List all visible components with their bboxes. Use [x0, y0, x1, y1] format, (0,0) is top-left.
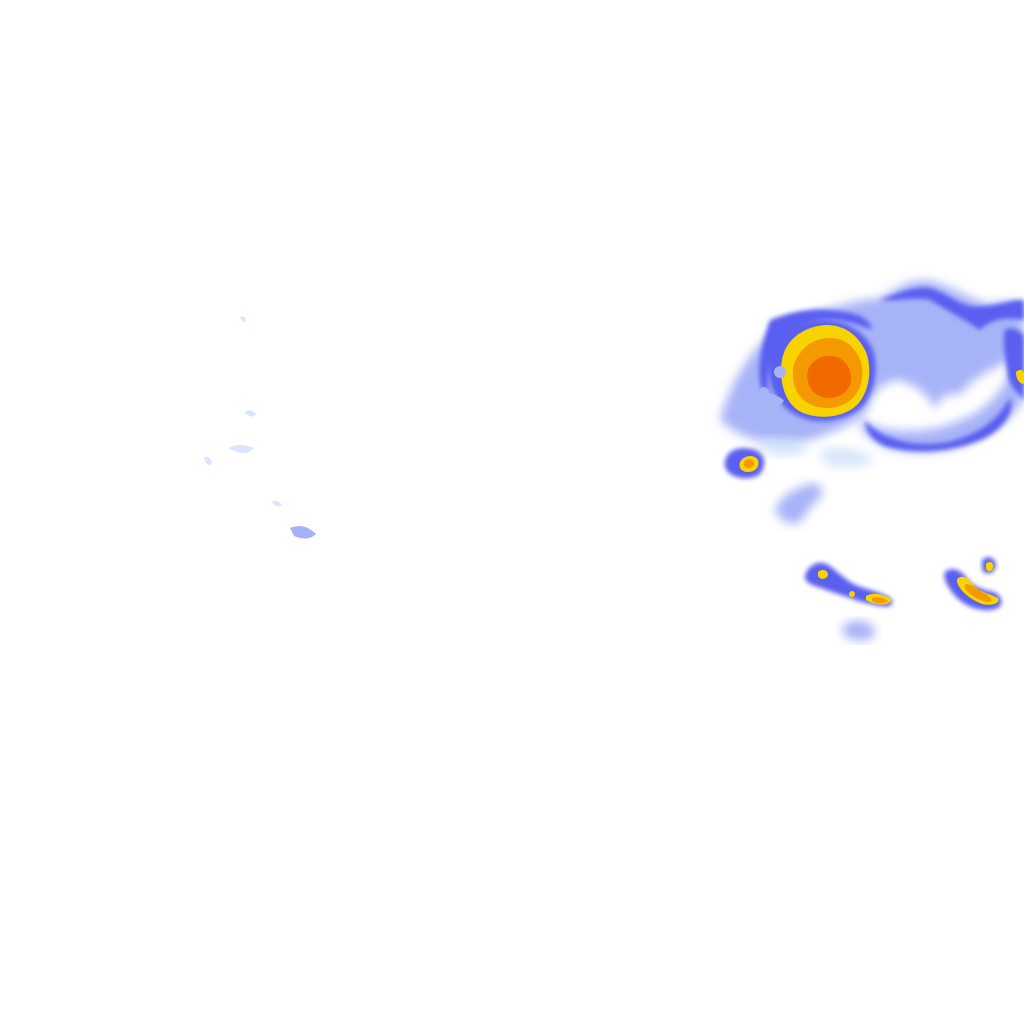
echo-intense [872, 597, 888, 604]
echo-trace [228, 445, 254, 453]
echo-trace [240, 316, 246, 323]
echo-trace [204, 456, 212, 466]
western-small-cell [724, 448, 765, 479]
echo-trace [820, 447, 875, 468]
echo-light [759, 387, 769, 397]
echo-heavy [818, 569, 828, 579]
echo-light [290, 526, 316, 539]
echo-trace [272, 501, 282, 507]
central-trailing-band [760, 437, 875, 524]
east-edge-cell [1003, 328, 1024, 400]
main-storm-cell [744, 319, 876, 422]
echo-trace [760, 437, 810, 456]
echo-light [744, 391, 784, 413]
western-scattered-echoes [204, 316, 316, 539]
echo-heavy [849, 591, 855, 597]
echo-light [774, 366, 786, 378]
echo-moderate [865, 398, 1012, 452]
echo-moderate [880, 287, 1024, 330]
echo-light [842, 620, 875, 641]
southern-band [804, 562, 893, 607]
echo-intense [964, 584, 992, 602]
echo-moderate [1003, 328, 1024, 400]
echo-heavy [986, 561, 994, 571]
southeast-cell [944, 557, 1002, 611]
echo-light [775, 483, 823, 524]
far-south-patch [842, 620, 875, 641]
echo-intense [743, 459, 755, 469]
echo-heavy [1016, 369, 1024, 384]
echo-extreme [807, 355, 852, 399]
echo-trace [244, 410, 256, 417]
